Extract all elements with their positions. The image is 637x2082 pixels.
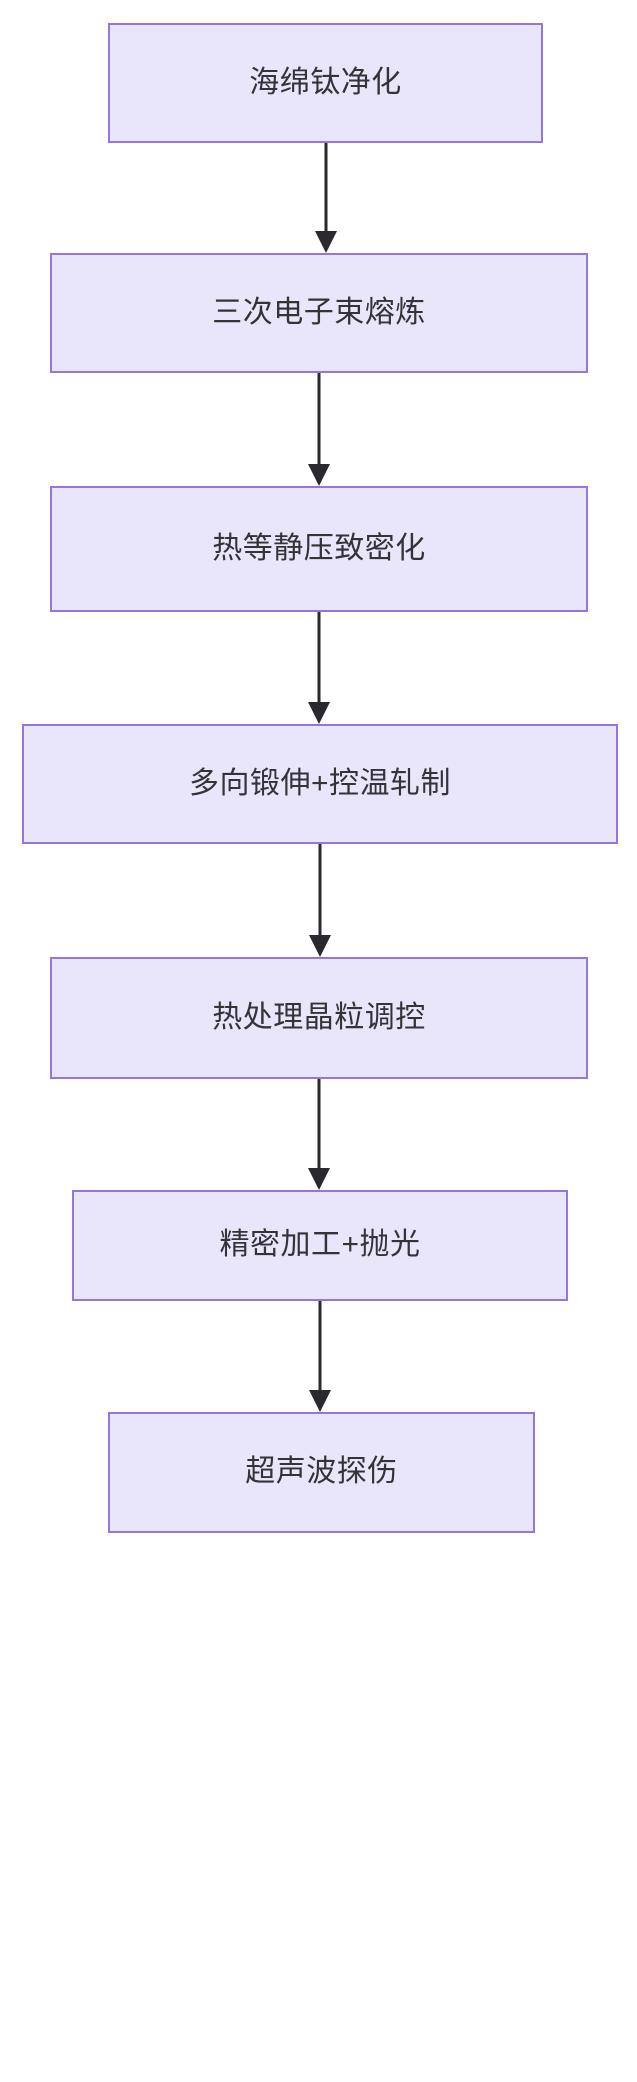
flow-node-sponge-titanium-purification[interactable]: 海绵钛净化 (108, 23, 543, 143)
flow-node-ultrasonic-flaw-detection[interactable]: 超声波探伤 (108, 1412, 535, 1533)
flow-edge-arrowhead (308, 702, 330, 724)
flow-node-heat-treatment-grain-control[interactable]: 热处理晶粒调控 (50, 957, 588, 1079)
flow-edge-arrowhead (308, 464, 330, 486)
flow-node-label: 多向锻伸+控温轧制 (188, 766, 452, 800)
flow-node-multidirectional-forging-controlled-rolling[interactable]: 多向锻伸+控温轧制 (22, 724, 618, 844)
flow-node-triple-electron-beam-melting[interactable]: 三次电子束熔炼 (50, 253, 588, 373)
flow-node-hot-isostatic-pressing-densification[interactable]: 热等静压致密化 (50, 486, 588, 612)
flow-node-label: 热等静压致密化 (212, 531, 426, 565)
flow-node-label: 三次电子束熔炼 (212, 295, 426, 329)
flow-node-precision-machining-polishing[interactable]: 精密加工+抛光 (72, 1190, 568, 1301)
flow-node-label: 超声波探伤 (245, 1455, 398, 1489)
flow-edge-arrowhead (309, 935, 331, 957)
flow-edge-arrowhead (315, 231, 337, 253)
flow-edge-arrowhead (309, 1390, 331, 1412)
flow-node-label: 海绵钛净化 (249, 65, 402, 99)
flow-edge-arrowhead (308, 1168, 330, 1190)
flow-node-label: 精密加工+抛光 (219, 1228, 421, 1262)
flow-node-label: 热处理晶粒调控 (212, 1000, 426, 1034)
